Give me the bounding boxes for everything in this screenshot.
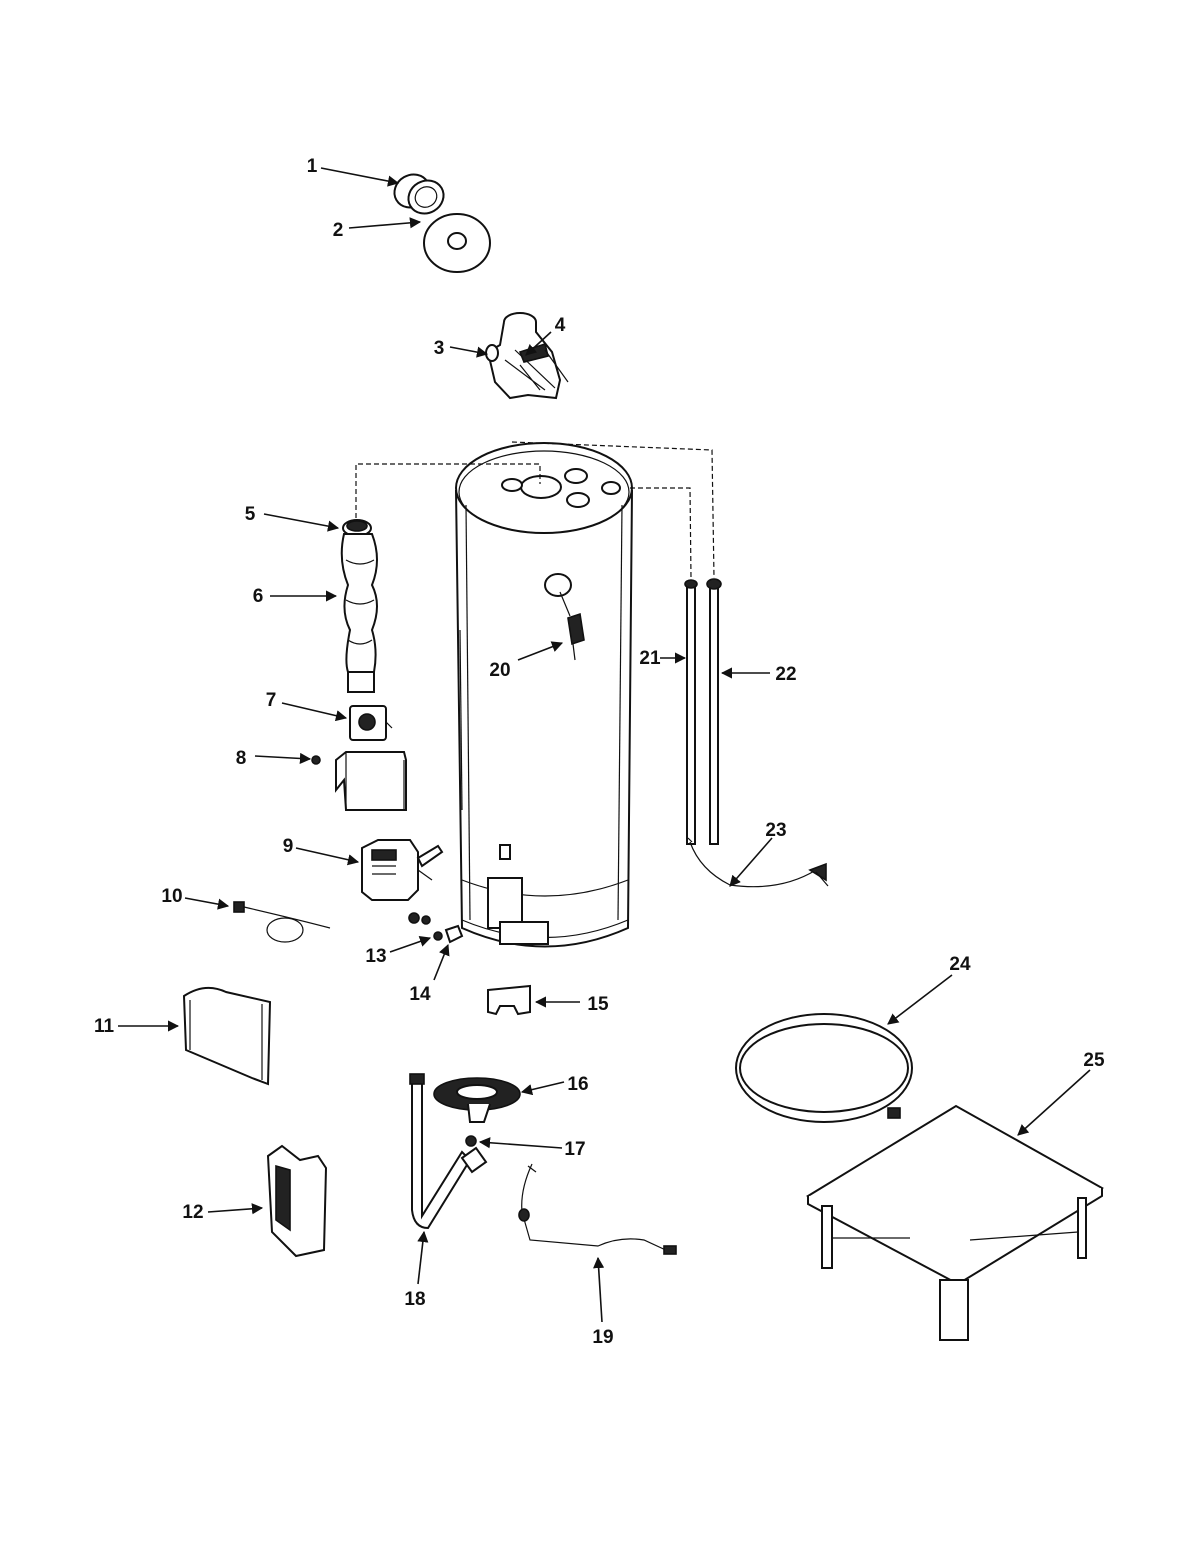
- label-11: 11: [94, 1016, 115, 1037]
- part-14-fitting: [444, 924, 464, 944]
- label-9: 9: [283, 836, 294, 857]
- label-2: 2: [333, 220, 344, 241]
- label-25: 25: [1083, 1050, 1105, 1071]
- label-5: 5: [245, 504, 256, 525]
- water-heater-tank: [455, 442, 633, 948]
- label-21: 21: [639, 648, 661, 669]
- label-12: 12: [182, 1202, 203, 1223]
- part-12-shield: [266, 1144, 328, 1258]
- part-24-strap: [735, 1013, 913, 1123]
- label-18: 18: [404, 1289, 425, 1310]
- label-23: 23: [765, 820, 786, 841]
- part-19-pilot-tube: [518, 1163, 677, 1255]
- connector-lines: [355, 441, 715, 579]
- part-8-inner-door: [311, 751, 407, 811]
- label-4: 4: [555, 315, 566, 336]
- callout-labels: 1 2 3 4 5 6 7 8 9 10 11 12 13 14 15 16 1…: [94, 156, 1105, 1348]
- part-7-switch: [349, 705, 393, 741]
- part-6-flex-pipe: [340, 533, 378, 693]
- part-20-drain-valve: [559, 591, 585, 661]
- part-5-nipple-cap: [342, 519, 372, 537]
- part-17-orifice: [465, 1135, 477, 1147]
- part-15-plate: [487, 984, 531, 1016]
- label-3: 3: [434, 338, 445, 359]
- label-24: 24: [949, 954, 971, 975]
- part-11-outer-door: [182, 986, 272, 1086]
- label-8: 8: [236, 748, 247, 769]
- label-15: 15: [587, 994, 609, 1015]
- label-7: 7: [266, 690, 277, 711]
- label-16: 16: [567, 1074, 588, 1095]
- part-10-thermocouple: [233, 901, 331, 943]
- label-14: 14: [409, 984, 431, 1005]
- label-19: 19: [592, 1327, 613, 1348]
- label-10: 10: [161, 886, 182, 907]
- part-22-anode-rod: [706, 578, 722, 845]
- label-20: 20: [489, 660, 510, 681]
- label-1: 1: [307, 156, 318, 177]
- part-1-ring: [393, 173, 445, 215]
- leader-arrows: [118, 167, 1091, 1323]
- label-6: 6: [253, 586, 264, 607]
- label-17: 17: [564, 1139, 585, 1160]
- label-22: 22: [775, 664, 796, 685]
- part-21-anode-rod: [684, 579, 698, 845]
- part-16-burner: [433, 1077, 521, 1123]
- label-13: 13: [365, 946, 386, 967]
- part-9-gas-valve: [361, 839, 444, 901]
- part-13-fittings: [408, 912, 443, 941]
- part-2-washer: [423, 213, 491, 273]
- part-18-manifold-tube: [409, 1073, 488, 1230]
- part-25-stand: [805, 1104, 1104, 1341]
- part-23-wire-harness: [687, 837, 829, 888]
